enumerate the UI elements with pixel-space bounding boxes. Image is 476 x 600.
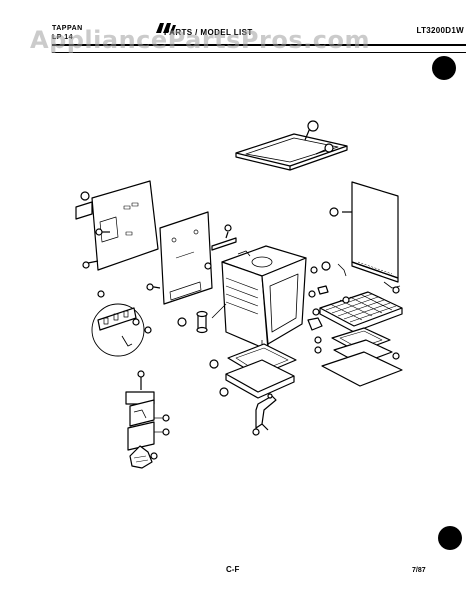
binder-hole-top (432, 56, 456, 80)
document-title: PARTS / MODEL LIST (164, 28, 253, 37)
side-panel (329, 181, 401, 294)
rear-bracket (146, 211, 237, 305)
brand-subline: LP 14 (52, 34, 74, 41)
broiler-pan (314, 327, 403, 387)
brand-block: TAPPAN LP 14 (52, 24, 83, 42)
binder-hole-bottom (438, 526, 462, 550)
watermark: AppliancePartsPros.com (30, 26, 370, 54)
back-panel (75, 180, 159, 271)
door-hinge (252, 393, 277, 436)
revision-date: 7/87 (412, 567, 426, 574)
oven-cabinet (221, 245, 307, 352)
brand-name: TAPPAN (52, 25, 83, 32)
header-rule-top (52, 44, 466, 46)
model-number: LT3200D1W (416, 26, 464, 35)
small-hardware (308, 261, 347, 298)
top-panel (235, 120, 348, 171)
brand-logo-icon (156, 23, 176, 33)
control-panel-detail (91, 290, 152, 357)
oven-rack (307, 291, 403, 333)
page-code: C-F (226, 565, 240, 574)
header: TAPPAN LP 14 PARTS / MODEL LIST LT3200D1… (52, 18, 464, 52)
burner-fitting (177, 303, 227, 334)
gas-valve-assembly (125, 370, 170, 469)
header-rule-bottom (52, 52, 466, 53)
oven-door (209, 343, 297, 399)
